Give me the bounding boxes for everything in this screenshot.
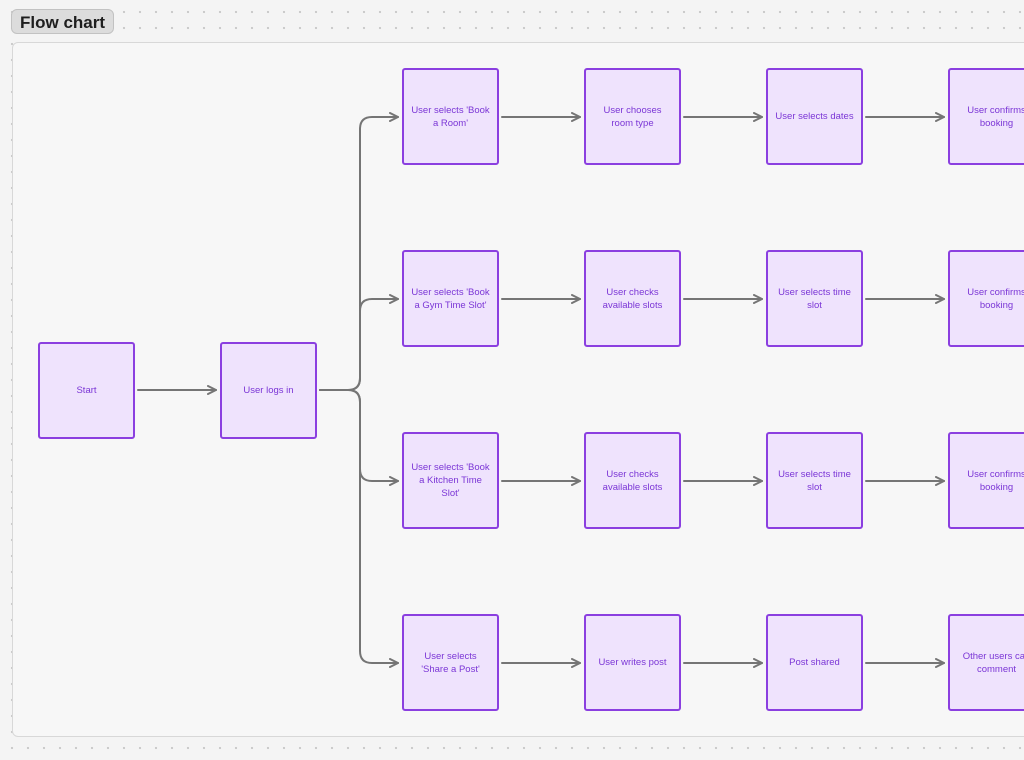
node-kitchen-time[interactable]: User selects time slot [766,432,863,529]
node-room-type[interactable]: User chooses room type [584,68,681,165]
node-gym-check[interactable]: User checks available slots [584,250,681,347]
node-start[interactable]: Start [38,342,135,439]
node-gym-time[interactable]: User selects time slot [766,250,863,347]
node-room-dates[interactable]: User selects dates [766,68,863,165]
branch-to-post [319,389,399,668]
node-post-select[interactable]: User selects 'Share a Post' [402,614,499,711]
node-kitchen-select[interactable]: User selects 'Book a Kitchen Time Slot' [402,432,499,529]
node-kitchen-confirm[interactable]: User confirms booking [948,432,1024,529]
node-gym-select[interactable]: User selects 'Book a Gym Time Slot' [402,250,499,347]
node-room-confirm[interactable]: User confirms booking [948,68,1024,165]
node-post-write[interactable]: User writes post [584,614,681,711]
node-kitchen-check[interactable]: User checks available slots [584,432,681,529]
branch-to-gym [319,294,399,391]
node-gym-confirm[interactable]: User confirms booking [948,250,1024,347]
node-room-select[interactable]: User selects 'Book a Room' [402,68,499,165]
node-login[interactable]: User logs in [220,342,317,439]
node-post-shared[interactable]: Post shared [766,614,863,711]
board-title[interactable]: Flow chart [11,9,115,34]
node-post-comment[interactable]: Other users can comment [948,614,1024,711]
